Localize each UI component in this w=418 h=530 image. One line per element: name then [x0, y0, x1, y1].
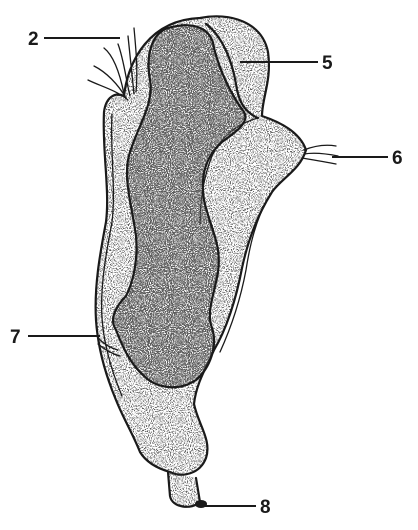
label-8: 8 [260, 497, 271, 518]
basal-stalk [168, 472, 207, 508]
label-2: 2 [28, 29, 39, 50]
label-5: 5 [322, 53, 333, 74]
hair-tuft-right [302, 145, 338, 164]
label-7: 7 [10, 327, 21, 348]
label-6: 6 [392, 148, 403, 169]
